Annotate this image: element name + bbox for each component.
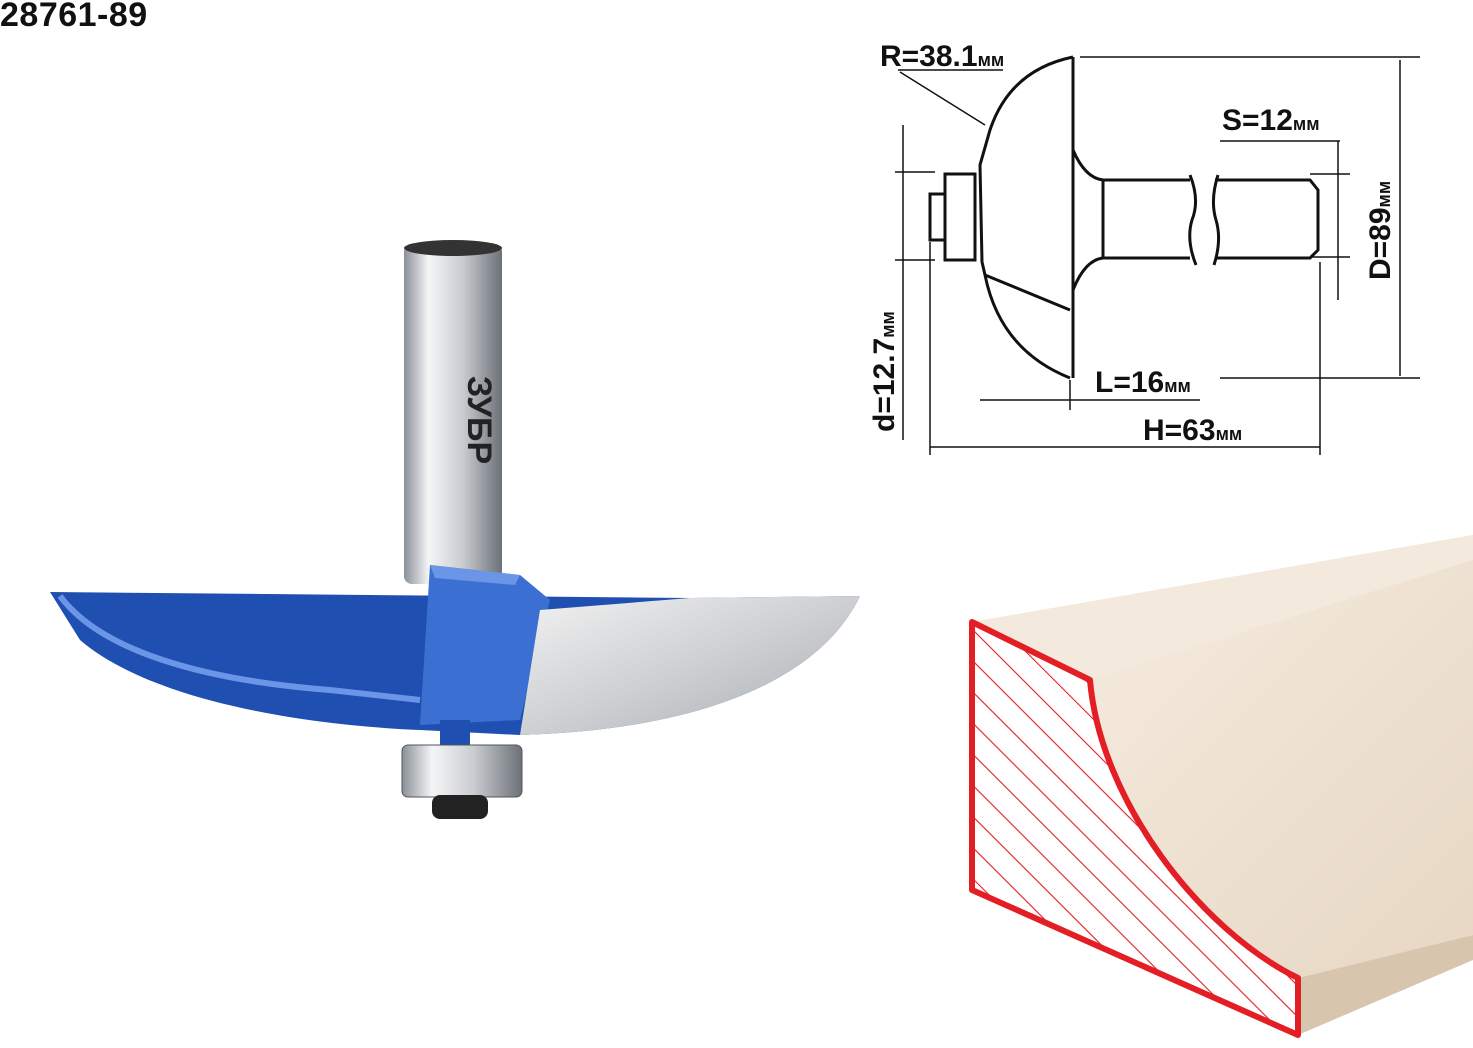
shank (404, 244, 502, 584)
dim-h: H=63мм (1143, 414, 1242, 447)
carbide-blade (520, 596, 860, 735)
brand-logo: ЗУБР (460, 376, 498, 464)
dim-d-bearing: d=12.7мм (868, 311, 901, 432)
dim-s: S=12мм (1222, 104, 1320, 137)
cutter-outline (978, 55, 1074, 380)
dimension-labels: R=38.1мм S=12мм D=89мм d=12.7мм L=16мм H… (868, 40, 1397, 447)
dim-r: R=38.1мм (880, 40, 1004, 73)
dim-d-outer: D=89мм (1364, 181, 1397, 280)
technical-drawing (895, 55, 1420, 455)
router-bit-photo: ЗУБР (50, 240, 860, 819)
screw (432, 795, 488, 819)
bearing (401, 744, 523, 798)
article-number: 28761-89 (0, 0, 148, 34)
profile-cross-section (969, 619, 1301, 1038)
dim-l: L=16мм (1095, 366, 1191, 399)
wood-profile (969, 535, 1473, 1038)
